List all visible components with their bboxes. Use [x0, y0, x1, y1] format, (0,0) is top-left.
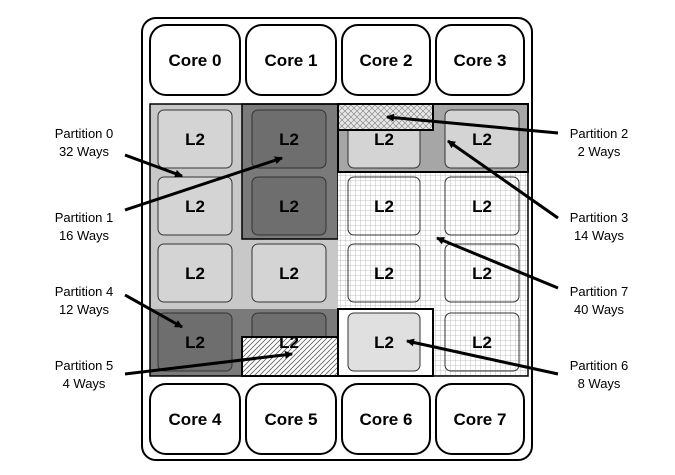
core-row-bottom: Core 4 Core 5 Core 6 Core 7: [149, 383, 525, 455]
partition-4-ways: 12 Ways: [59, 302, 110, 317]
partition-labels-right: Partition 2 2 Ways Partition 3 14 Ways P…: [570, 126, 629, 391]
cache-border: [149, 103, 529, 377]
core-row-top: Core 0 Core 1 Core 2 Core 3: [149, 24, 525, 96]
partition-0-name: Partition 0: [55, 126, 114, 141]
partition-5-ways: 4 Ways: [63, 376, 106, 391]
l2-label: L2: [279, 130, 299, 149]
core-7-box: [435, 383, 525, 455]
core-1-label: Core 1: [265, 51, 318, 70]
partition-7-arrow: [436, 236, 559, 290]
partition-4-arrow: [124, 293, 183, 329]
l2-label: L2: [374, 333, 394, 352]
core-2-box: [341, 24, 431, 96]
l2-label: L2: [374, 264, 394, 283]
l2-tile: [157, 312, 233, 372]
core-6-box: [341, 383, 431, 455]
l2-label: L2: [185, 333, 205, 352]
partition-3-arrow: [447, 139, 559, 220]
l2-label: L2: [279, 197, 299, 216]
l2-tile: [444, 312, 520, 372]
partition-2-arrow: [386, 113, 559, 135]
partition-2-ways: 2 Ways: [578, 144, 621, 159]
l2-label: L2: [185, 130, 205, 149]
l2-label: L2: [185, 264, 205, 283]
core-4-box: [149, 383, 241, 455]
l2-label: L2: [472, 197, 492, 216]
partition-6-arrow: [406, 338, 559, 376]
l2-label: L2: [472, 130, 492, 149]
partition-1-arrow: [124, 156, 283, 212]
l2-label: L2: [279, 264, 299, 283]
partition-7-name: Partition 7: [570, 284, 629, 299]
l2-label: L2: [374, 130, 394, 149]
l2-tile: [157, 109, 233, 169]
partition-6-name: Partition 6: [570, 358, 629, 373]
core-5-label: Core 5: [265, 410, 318, 429]
partition-1-name: Partition 1: [55, 210, 114, 225]
partition-labels-left: Partition 0 32 Ways Partition 1 16 Ways …: [55, 126, 114, 391]
l2-tile: [444, 176, 520, 236]
l2-label: L2: [472, 333, 492, 352]
core-3-box: [435, 24, 525, 96]
core-2-label: Core 2: [360, 51, 413, 70]
partition-7-ways: 40 Ways: [574, 302, 625, 317]
l2-labels: L2 L2 L2 L2 L2 L2 L2 L2 L2 L2 L2 L2 L2 L…: [185, 130, 492, 352]
core-0-box: [149, 24, 241, 96]
pointer-arrows: [124, 113, 559, 376]
partition-3-ways: 14 Ways: [574, 228, 625, 243]
core-7-label: Core 7: [454, 410, 507, 429]
l2-tile: [347, 243, 421, 303]
core-6-label: Core 6: [360, 410, 413, 429]
core-3-label: Core 3: [454, 51, 507, 70]
partition-1-ways: 16 Ways: [59, 228, 110, 243]
l2-tile: [347, 312, 421, 372]
l2-tile: [251, 176, 327, 236]
partition-6-ways: 8 Ways: [578, 376, 621, 391]
partition-2-region: [337, 103, 434, 131]
l2-label: L2: [279, 333, 299, 352]
l2-label: L2: [374, 197, 394, 216]
core-4-label: Core 4: [169, 410, 222, 429]
core-0-label: Core 0: [169, 51, 222, 70]
partition-4-name: Partition 4: [55, 284, 114, 299]
l2-tile: [347, 176, 421, 236]
partition-5-name: Partition 5: [55, 358, 114, 373]
l2-tile: [251, 243, 327, 303]
partition-0-arrow: [124, 153, 183, 178]
core-1-box: [245, 24, 337, 96]
l2-label: L2: [185, 197, 205, 216]
partition-2-name: Partition 2: [570, 126, 629, 141]
partition-0-ways: 32 Ways: [59, 144, 110, 159]
partition-3-name: Partition 3: [570, 210, 629, 225]
partition-5-arrow: [124, 350, 293, 376]
core-5-box: [245, 383, 337, 455]
l2-tile: [251, 109, 327, 169]
l2-label: L2: [472, 264, 492, 283]
l2-tile: [157, 243, 233, 303]
